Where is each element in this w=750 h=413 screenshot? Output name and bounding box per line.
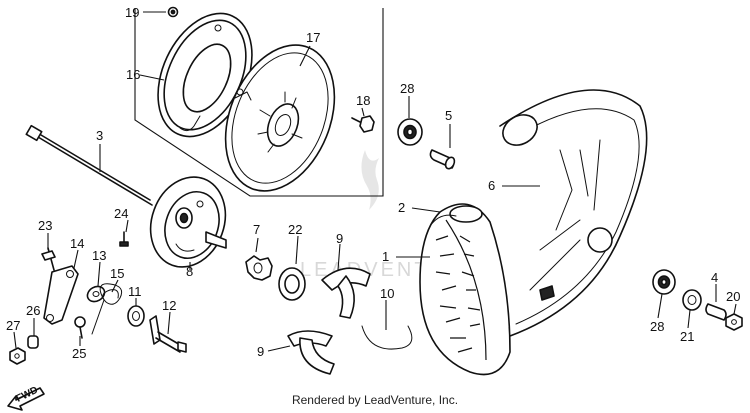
callout-28-upper: 28 xyxy=(400,81,414,96)
part-4-side-collar xyxy=(705,303,727,321)
callout-25: 25 xyxy=(72,346,86,361)
part-7-speedometer-gear xyxy=(245,255,273,281)
callout-27: 27 xyxy=(6,318,20,333)
callout-2: 2 xyxy=(398,200,405,215)
part-6-wheel xyxy=(459,89,648,339)
callout-22: 22 xyxy=(288,222,302,237)
callout-7: 7 xyxy=(253,222,260,237)
part-1-tire xyxy=(419,203,511,376)
part-22-oil-seal xyxy=(278,267,306,301)
callout-11: 11 xyxy=(128,284,142,299)
callout-17: 17 xyxy=(306,30,320,45)
part-26-collar xyxy=(27,335,39,349)
callout-8: 8 xyxy=(186,264,193,279)
brake-panel-group-frame xyxy=(134,8,384,197)
part-5-distance-collar xyxy=(429,149,456,170)
part-3-axle xyxy=(25,124,153,206)
part-16-panel-seal xyxy=(157,12,253,138)
part-27-nut xyxy=(9,347,26,365)
callout-15: 15 xyxy=(110,266,124,281)
part-23-bolt xyxy=(41,247,56,271)
callout-20: 20 xyxy=(726,289,740,304)
callout-5: 5 xyxy=(445,108,452,123)
part-2-tube-ring xyxy=(429,214,457,227)
part-9-brake-shoe-lower xyxy=(287,330,335,375)
part-25-bolt xyxy=(74,316,86,339)
callout-13: 13 xyxy=(92,248,106,263)
callout-19: 19 xyxy=(125,5,139,20)
callout-3: 3 xyxy=(96,128,103,143)
leader-lines xyxy=(13,45,737,352)
callout-24: 24 xyxy=(114,206,128,221)
callout-9-lower: 9 xyxy=(257,344,264,359)
part-8-brake-panel-assembly xyxy=(149,176,227,268)
part-19-nut xyxy=(167,6,179,18)
callout-23: 23 xyxy=(38,218,52,233)
part-15-return-spring xyxy=(91,283,123,335)
callout-26: 26 xyxy=(26,303,40,318)
part-18-bolt xyxy=(351,115,375,133)
part-17-brake-panel xyxy=(224,44,336,192)
part-10-shoe-spring xyxy=(361,325,413,350)
render-credit: Rendered by LeadVenture, Inc. xyxy=(291,393,459,407)
callout-10: 10 xyxy=(380,286,394,301)
callout-1: 1 xyxy=(382,249,389,264)
callout-12: 12 xyxy=(162,298,176,313)
part-14-brake-arm xyxy=(43,265,79,325)
callout-labels: 19 16 17 18 28 5 3 6 2 24 23 7 22 9 14 1… xyxy=(6,5,740,361)
callout-16: 16 xyxy=(126,67,140,82)
part-20-nut xyxy=(725,313,743,331)
part-11-dust-seal xyxy=(127,305,145,327)
callout-6: 6 xyxy=(488,178,495,193)
part-24-bolt xyxy=(119,231,129,247)
part-21-oil-seal xyxy=(682,289,702,311)
part-12-brake-cam xyxy=(149,315,187,353)
callout-18: 18 xyxy=(356,93,370,108)
callout-28-lower: 28 xyxy=(650,319,664,334)
callout-21: 21 xyxy=(680,329,694,344)
part-9-brake-shoe-upper xyxy=(321,267,371,319)
part-28-bearing-upper xyxy=(397,118,423,146)
part-28-bearing-lower xyxy=(652,269,676,295)
callout-9-upper: 9 xyxy=(336,231,343,246)
callout-4: 4 xyxy=(711,270,718,285)
callout-14: 14 xyxy=(70,236,84,251)
